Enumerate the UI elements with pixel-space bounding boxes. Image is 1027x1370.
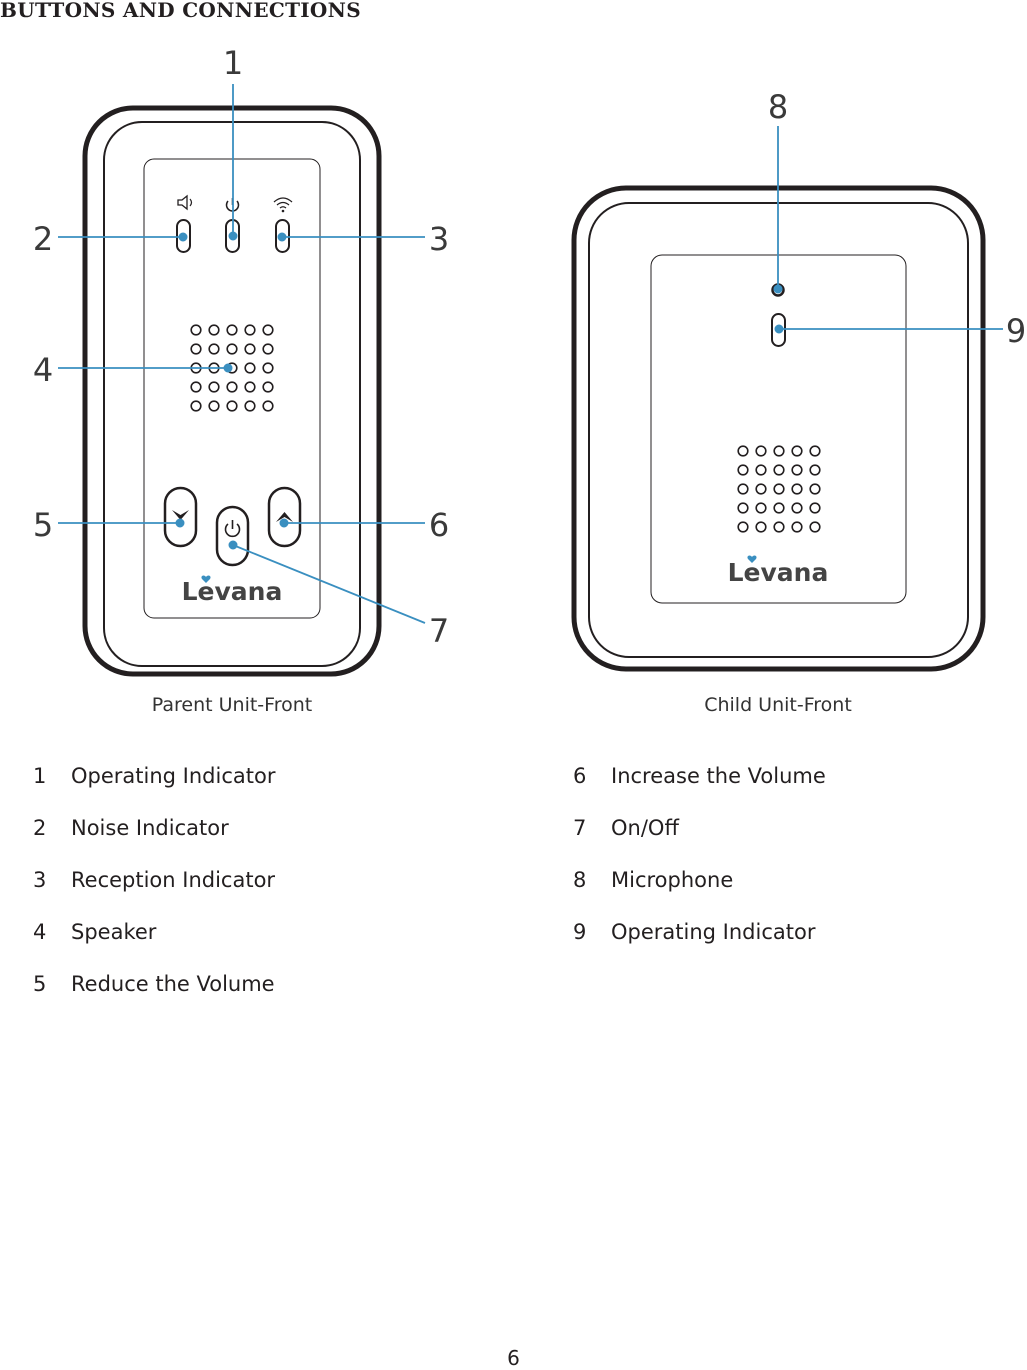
callout-line-1 — [228, 84, 238, 241]
power-icon — [224, 520, 241, 538]
callout-1: 1 — [223, 44, 243, 82]
callout-line-5 — [58, 518, 185, 528]
device-diagram: Levana Levana 1 — [33, 44, 1026, 716]
parent-speaker-grille — [190, 324, 274, 412]
child-unit-caption: Child Unit-Front — [704, 694, 852, 716]
volume-up-button[interactable] — [267, 486, 302, 548]
callout-5: 5 — [33, 506, 53, 544]
callout-line-6 — [279, 518, 425, 528]
power-button[interactable] — [215, 505, 250, 567]
child-brand-logo: Levana — [728, 555, 829, 587]
heart-icon — [201, 575, 211, 583]
child-unit: Levana — [571, 185, 986, 672]
child-speaker-grille — [737, 445, 821, 533]
page-number: 6 — [507, 1346, 520, 1370]
callout-line-2 — [58, 232, 188, 242]
heart-icon — [747, 555, 757, 563]
parent-unit: Levana — [82, 105, 382, 677]
callout-lines — [58, 84, 1003, 624]
child-operating-indicator-light — [771, 313, 786, 347]
callout-2: 2 — [33, 220, 53, 258]
callout-line-8 — [773, 126, 783, 294]
callout-9: 9 — [1006, 312, 1026, 350]
callout-6: 6 — [429, 506, 449, 544]
chevron-up-icon — [276, 512, 293, 522]
svg-text:Levana: Levana — [182, 577, 283, 606]
parent-unit-caption: Parent Unit-Front — [152, 694, 312, 716]
callout-line-4 — [58, 363, 233, 373]
callout-line-3 — [277, 232, 425, 242]
callout-8: 8 — [768, 88, 788, 126]
speaker-volume-icon — [177, 194, 193, 211]
callout-line-7 — [228, 540, 426, 624]
reception-indicator-light — [275, 219, 290, 253]
wifi-signal-icon — [273, 197, 293, 213]
callout-line-9 — [774, 324, 1003, 334]
callout-3: 3 — [429, 220, 449, 258]
page-title: BUTTONS AND CONNECTIONS — [0, 0, 361, 22]
chevron-down-icon — [172, 510, 189, 520]
noise-indicator-light — [176, 219, 191, 253]
callout-7: 7 — [429, 612, 449, 650]
volume-down-button[interactable] — [163, 486, 198, 548]
svg-text:Levana: Levana — [728, 558, 829, 587]
parent-brand-logo: Levana — [182, 575, 283, 606]
callout-4: 4 — [33, 351, 53, 389]
